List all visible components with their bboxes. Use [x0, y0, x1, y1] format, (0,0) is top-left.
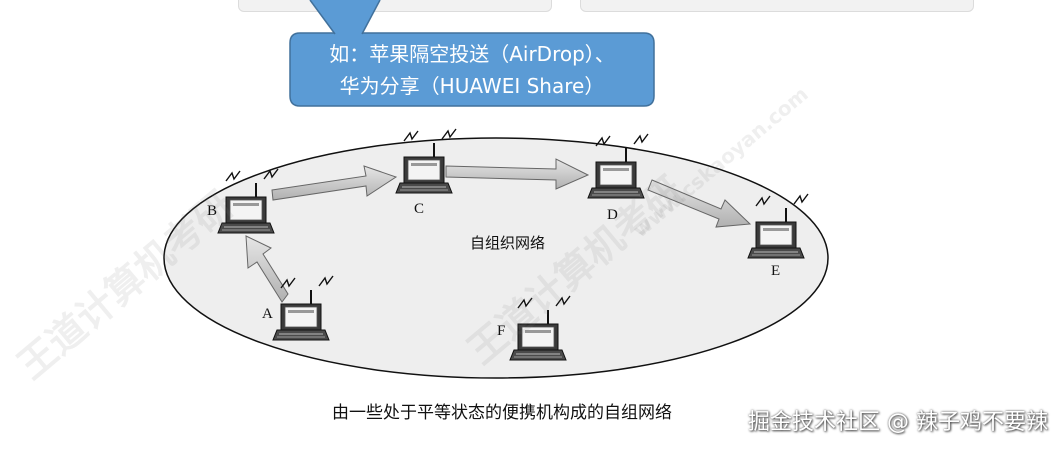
credit-watermark: 掘金技术社区 @ 辣子鸡不要辣 — [748, 410, 1048, 435]
callout-line-2: 华为分享（HUAWEI Share） — [339, 74, 605, 98]
node-label-f: F — [497, 323, 506, 339]
callout-line-1: 如：苹果隔空投送（AirDrop）、 — [329, 42, 615, 66]
node-label-c: C — [414, 201, 425, 217]
arrow-a-to-b — [245, 235, 289, 303]
arrow-c-to-d — [445, 158, 590, 190]
figure-caption: 由一些处于平等状态的便携机构成的自组网络 — [332, 403, 672, 423]
network-label: 自组织网络 — [470, 234, 546, 252]
node-label-d: D — [607, 207, 618, 223]
node-label-e: E — [771, 263, 781, 279]
node-label-a: A — [262, 306, 273, 322]
arrow-b-to-c — [271, 165, 398, 201]
callout-bubble — [289, 0, 655, 107]
arrow-d-to-e — [647, 179, 752, 228]
callout-text: 如：苹果隔空投送（AirDrop）、 华为分享（HUAWEI Share） — [296, 38, 648, 102]
top-box-right — [580, 0, 974, 12]
node-label-b: B — [207, 203, 218, 219]
network-ellipse — [163, 137, 829, 379]
